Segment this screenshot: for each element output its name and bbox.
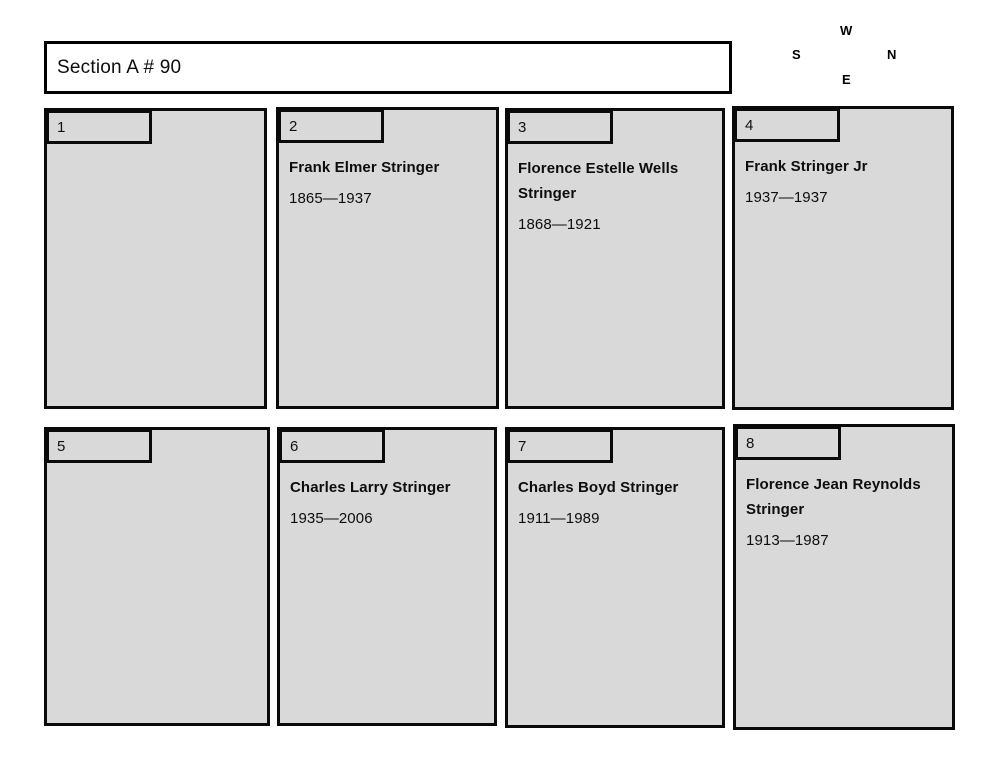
plot-occupant-dates: 1865—1937 [289,190,372,208]
plot-number: 8 [746,434,755,452]
page-title: Section A # 90 [57,56,182,78]
plot-occupant-dates: 1911—1989 [518,510,600,528]
plot-number-badge: 7 [507,429,613,463]
plot-occupant-dates: 1868—1921 [518,216,601,234]
plot-occupant-name: Frank Elmer Stringer [289,159,440,176]
plot-occupant-dates: 1937—1937 [745,189,828,207]
compass-rose: W S N E [786,18,910,90]
plot-number: 7 [518,437,527,455]
plot-number: 3 [518,118,527,136]
plot-body: Frank Elmer Stringer 1865—1937 [279,144,496,208]
compass-label-top: W [840,23,853,38]
plot-occupant-name: Frank Stringer Jr [745,158,868,175]
plot-number-badge: 2 [278,109,384,143]
plot-number: 1 [57,118,66,136]
plot-occupant-name: Florence Estelle Wells Stringer [518,160,679,203]
plot-number-badge: 6 [279,429,385,463]
plot-body: Frank Stringer Jr 1937—1937 [735,143,951,207]
plot-body: Florence Estelle Wells Stringer 1868—192… [508,145,722,234]
plot-number: 4 [745,116,754,134]
grave-plot[interactable]: 1 [44,108,267,409]
compass-label-left: S [792,47,801,62]
grave-plot[interactable]: 3 Florence Estelle Wells Stringer 1868—1… [505,108,725,409]
compass-label-right: N [887,47,897,62]
grave-plot[interactable]: 7 Charles Boyd Stringer 1911—1989 [505,427,725,728]
plot-number-badge: 3 [507,110,613,144]
plot-body: Charles Boyd Stringer 1911—1989 [508,464,722,528]
plot-number-badge: 8 [735,426,841,460]
plot-occupant-name: Charles Boyd Stringer [518,479,679,496]
plot-body: Charles Larry Stringer 1935—2006 [280,464,494,528]
grave-plot[interactable]: 6 Charles Larry Stringer 1935—2006 [277,427,497,726]
grave-plot[interactable]: 5 [44,427,270,726]
plot-occupant-name: Charles Larry Stringer [290,479,451,496]
plot-occupant-dates: 1935—2006 [290,510,373,528]
grave-plot[interactable]: 2 Frank Elmer Stringer 1865—1937 [276,107,499,409]
plot-body: Florence Jean Reynolds Stringer 1913—198… [736,461,952,550]
plot-number-badge: 4 [734,108,840,142]
plot-number-badge: 1 [46,110,152,144]
plot-number: 5 [57,437,66,455]
plot-number: 2 [289,117,298,135]
plot-number-badge: 5 [46,429,152,463]
section-title-box: Section A # 90 [44,41,732,94]
plot-occupant-dates: 1913—1987 [746,532,829,550]
grave-plot[interactable]: 8 Florence Jean Reynolds Stringer 1913—1… [733,424,955,730]
compass-label-bottom: E [842,72,851,87]
plot-number: 6 [290,437,299,455]
grave-plot[interactable]: 4 Frank Stringer Jr 1937—1937 [732,106,954,410]
plot-occupant-name: Florence Jean Reynolds Stringer [746,476,921,519]
